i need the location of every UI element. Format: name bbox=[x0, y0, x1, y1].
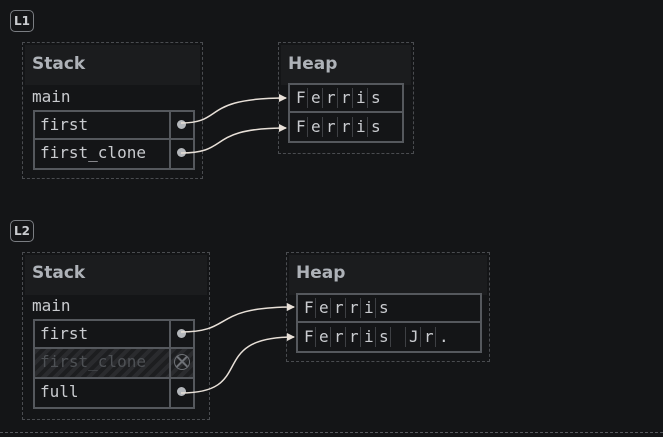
heap-char: r bbox=[326, 117, 338, 137]
function-name: main bbox=[32, 296, 71, 315]
var-name-moved: first_clone bbox=[33, 349, 171, 379]
heap-char: J bbox=[409, 327, 421, 347]
heap-char: i bbox=[356, 117, 368, 137]
var-name: first bbox=[33, 319, 171, 349]
heap-string: F e r r i s bbox=[288, 83, 404, 113]
pointer-arrow bbox=[180, 94, 287, 124]
pointer-cell bbox=[171, 349, 195, 379]
heap-char bbox=[394, 327, 406, 347]
pointer-arrow bbox=[180, 124, 287, 154]
pointer-arrow bbox=[180, 303, 295, 333]
heap-char: e bbox=[311, 88, 323, 108]
heap-string: F e r r i s bbox=[288, 113, 404, 143]
bottom-divider bbox=[0, 432, 663, 433]
heap-char: s bbox=[379, 327, 391, 347]
stack-var-row: first bbox=[33, 319, 199, 349]
stack-title: Stack bbox=[32, 263, 86, 283]
stack-frame-l2: Stack main first first_clone full bbox=[22, 252, 210, 420]
pointer-dot-icon bbox=[177, 387, 186, 396]
pointer-cell bbox=[171, 379, 195, 409]
heap-title: Heap bbox=[288, 54, 338, 74]
heap-char: r bbox=[326, 88, 338, 108]
heap-char: s bbox=[371, 117, 381, 136]
pointer-dot-icon bbox=[177, 120, 186, 129]
heap-char: r bbox=[341, 117, 353, 137]
heap-char: i bbox=[364, 298, 376, 318]
heap-char: F bbox=[296, 117, 308, 137]
pointer-arrow bbox=[180, 333, 295, 394]
stack-var-row: first_clone bbox=[33, 140, 195, 170]
heap-char: r bbox=[334, 327, 346, 347]
heap-char: r bbox=[424, 327, 436, 347]
heap-char: i bbox=[364, 327, 376, 347]
heap-char: r bbox=[341, 88, 353, 108]
moved-crossed-circle-icon bbox=[174, 354, 190, 370]
pointer-cell bbox=[171, 110, 195, 140]
heap-char: F bbox=[304, 327, 316, 347]
heap-char: r bbox=[349, 327, 361, 347]
heap-char: e bbox=[319, 298, 331, 318]
heap-char: r bbox=[349, 298, 361, 318]
heap-char: r bbox=[334, 298, 346, 318]
heap-frame-l2: Heap F e r r i s F e r r i s J r . bbox=[286, 252, 490, 362]
var-name: full bbox=[33, 379, 171, 409]
pointer-dot-icon bbox=[177, 329, 186, 338]
heap-char: i bbox=[356, 88, 368, 108]
stack-var-row-moved: first_clone bbox=[33, 349, 199, 379]
heap-string: F e r r i s J r . bbox=[296, 323, 482, 353]
heap-char: F bbox=[304, 298, 316, 318]
stack-var-row: full bbox=[33, 379, 199, 409]
heap-string: F e r r i s bbox=[296, 293, 482, 323]
var-name: first_clone bbox=[33, 140, 171, 170]
var-name: first bbox=[33, 110, 171, 140]
stack-frame-l1: Stack main first first_clone bbox=[22, 42, 203, 179]
heap-char: s bbox=[371, 88, 381, 107]
heap-char: e bbox=[311, 117, 323, 137]
heap-frame-l1: Heap F e r r i s F e r r i s bbox=[278, 42, 414, 154]
stack-title: Stack bbox=[32, 54, 86, 74]
stack-var-row: first bbox=[33, 110, 195, 140]
heap-title: Heap bbox=[296, 263, 346, 283]
pointer-cell bbox=[171, 319, 195, 349]
heap-char: s bbox=[379, 298, 389, 317]
function-name: main bbox=[32, 87, 71, 106]
step-label-l2: L2 bbox=[10, 220, 34, 242]
step-label-l1: L1 bbox=[10, 10, 34, 32]
heap-char: . bbox=[439, 327, 449, 346]
heap-char: F bbox=[296, 88, 308, 108]
heap-char: e bbox=[319, 327, 331, 347]
